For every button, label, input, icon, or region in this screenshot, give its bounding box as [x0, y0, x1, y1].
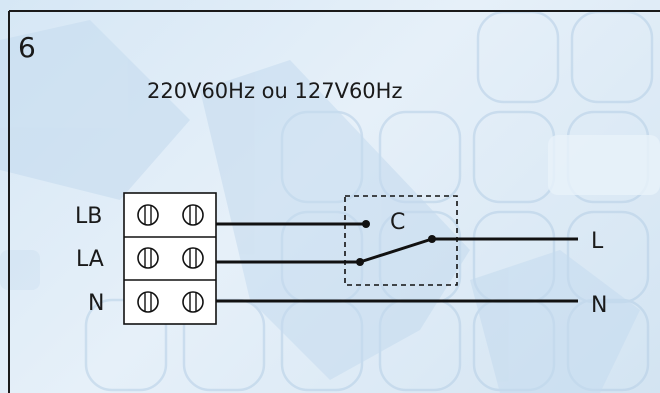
terminal-label-n: N — [88, 291, 104, 316]
screw-n-1 — [137, 291, 159, 313]
neutral-label: N — [591, 293, 607, 318]
screw-la-1 — [137, 247, 159, 269]
step-number: 6 — [18, 31, 36, 64]
switch-contact-b — [362, 220, 370, 228]
terminal-block — [123, 192, 217, 325]
terminal-label-lb: LB — [75, 204, 102, 229]
screw-lb-2 — [182, 204, 204, 226]
screw-lb-1 — [137, 204, 159, 226]
terminal-label-la: LA — [76, 247, 104, 272]
switch-label: C — [390, 210, 405, 235]
line-label: L — [591, 229, 604, 254]
screw-la-2 — [182, 247, 204, 269]
voltage-label: 220V60Hz ou 127V60Hz — [147, 79, 402, 103]
screw-n-2 — [182, 291, 204, 313]
switch-lever — [359, 237, 433, 264]
